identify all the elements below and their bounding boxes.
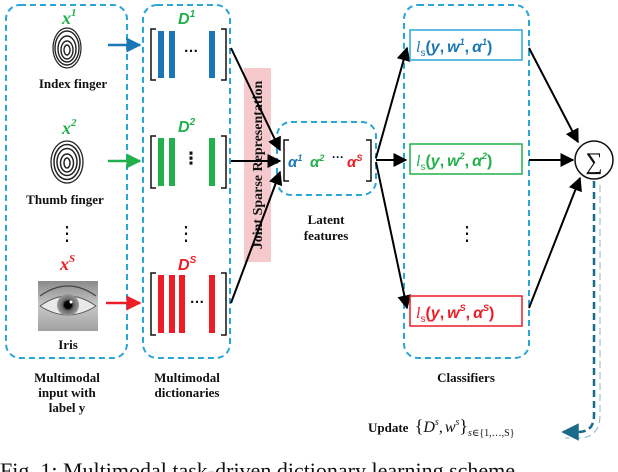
- arrow-cs-to-sum: [528, 176, 582, 309]
- classifier-dots: ⋮: [457, 223, 477, 245]
- sum-node: [574, 140, 614, 180]
- input-x2-symbol: x2: [61, 117, 77, 138]
- dictionary-d1-symbol: D1: [178, 9, 196, 28]
- latent-left-bracket: [283, 139, 289, 182]
- arrow-ds-to-latent: [230, 170, 283, 304]
- arrow-latent-to-cs: [375, 161, 412, 310]
- arrow-latent-to-c1: [375, 46, 411, 159]
- dictionary-d1-ellipsis: …: [184, 39, 199, 56]
- arrow-c1-to-sum: [528, 47, 579, 144]
- latent-alpha-s: αS: [347, 153, 362, 171]
- dictionary-d2-ellipsis: ⋮: [183, 149, 200, 168]
- dictionary-d2-matrix: [150, 135, 227, 189]
- input-x2-label: Thumb finger: [26, 192, 104, 207]
- dictionary-caption-line1: Multimodal: [154, 370, 220, 385]
- sum-symbol: ∑: [585, 149, 602, 175]
- classifier-caption: Classifiers: [437, 370, 495, 385]
- arrow-d1-to-latent: [230, 47, 281, 152]
- dictionary-d1-matrix: [150, 28, 227, 81]
- joint-sparse-label: Joint Sparse Representation: [251, 81, 266, 250]
- input-caption-line1: Multimodal: [34, 370, 100, 385]
- dictionary-ds-ellipsis: …: [190, 290, 205, 307]
- dictionary-d2-symbol: D2: [178, 117, 196, 136]
- input-x1-label: Index finger: [39, 76, 107, 91]
- input-x1-symbol: x1: [61, 7, 77, 28]
- classifier-2-box: [409, 143, 523, 175]
- classifier-2-formula: ls(y,w2,α2): [416, 151, 492, 173]
- dictionary-dots: ⋮: [176, 223, 196, 245]
- input-xs-label: Iris: [58, 337, 78, 352]
- latent-right-bracket: [366, 139, 372, 182]
- fingerprint-icon: [52, 27, 82, 69]
- classifier-s-box: [409, 295, 523, 327]
- latent-dots: ···: [332, 150, 344, 164]
- latent-alpha-1: α1: [288, 153, 302, 171]
- dictionary-group-box: [142, 4, 231, 359]
- classifier-s-formula: ls(y,wS,αS): [416, 303, 494, 325]
- dictionary-ds-matrix: [150, 272, 227, 336]
- input-dots: ⋮: [57, 223, 77, 245]
- input-xs-symbol: xS: [59, 253, 75, 274]
- classifier-group-box: [403, 4, 530, 359]
- fingerprint-icon: [50, 140, 84, 184]
- input-caption-line2: input with: [38, 385, 96, 400]
- classifier-1-formula: ls(y,w1,α1): [416, 37, 492, 59]
- iris-eye-icon: [38, 281, 98, 331]
- latent-caption-line1: Latent: [308, 212, 346, 227]
- update-label: Update {Ds,ws}s∈{1,…,S}: [368, 416, 515, 439]
- dictionary-caption-line2: dictionaries: [155, 385, 220, 400]
- latent-caption-line2: features: [304, 228, 349, 243]
- dictionary-ds-symbol: DS: [178, 255, 197, 274]
- classifier-1-box: [409, 29, 523, 61]
- input-caption-line3: label y: [49, 400, 86, 415]
- update-feedback-arrow: [561, 181, 596, 441]
- figure-caption: Fig. 1: Multimodal task-driven dictionar…: [0, 458, 521, 472]
- latent-alpha-2: α2: [310, 153, 324, 171]
